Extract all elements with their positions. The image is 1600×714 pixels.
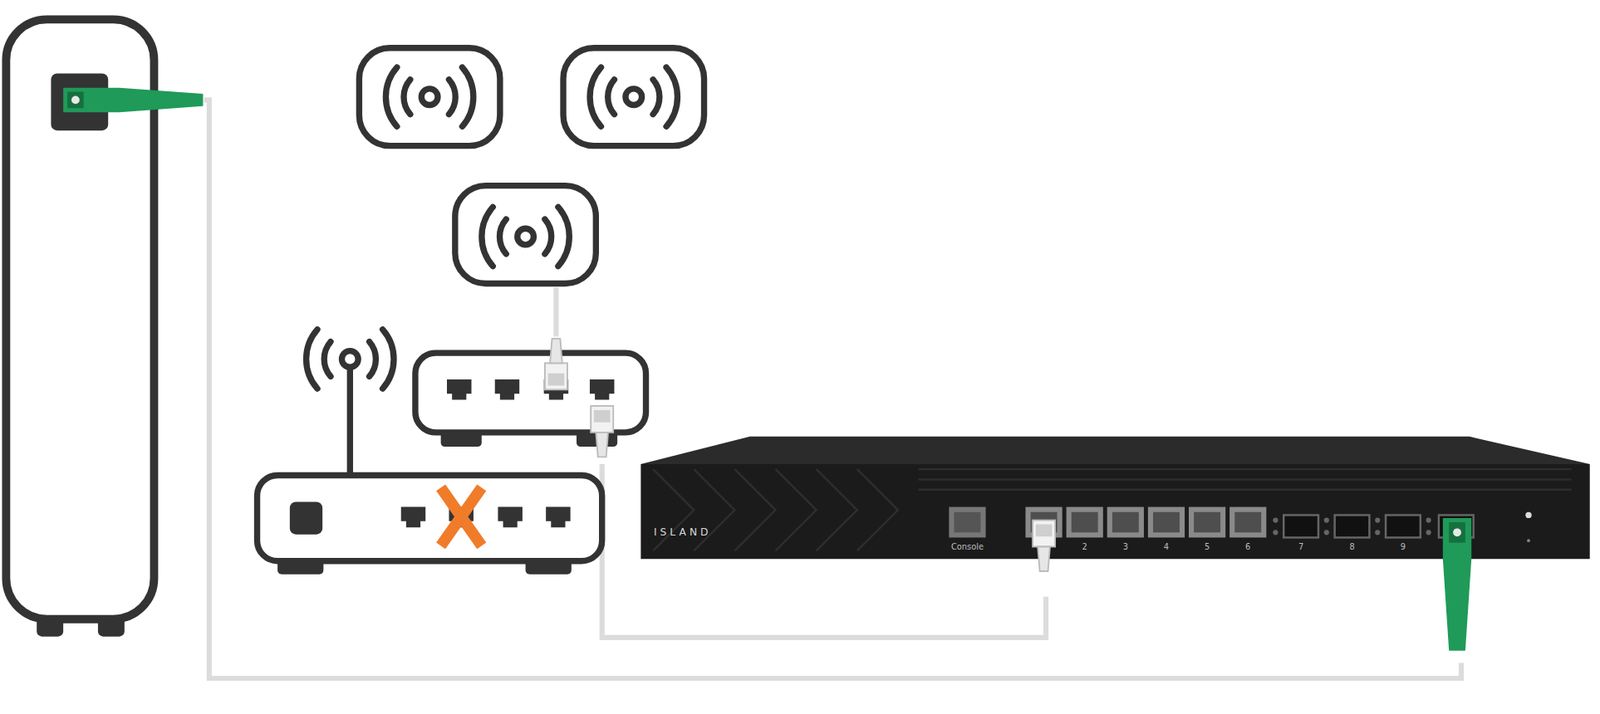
- port-label: Console: [951, 543, 984, 552]
- port-number: 9: [1400, 543, 1406, 552]
- port-number: 7: [1298, 543, 1304, 552]
- port-number: 2: [1082, 543, 1088, 552]
- brand-name: ISLAND: [653, 527, 712, 538]
- port-number: 5: [1204, 543, 1210, 552]
- port-number: 8: [1349, 543, 1355, 552]
- port-number: 4: [1163, 543, 1169, 552]
- port-number: 6: [1245, 543, 1251, 552]
- port-number: 3: [1123, 543, 1129, 552]
